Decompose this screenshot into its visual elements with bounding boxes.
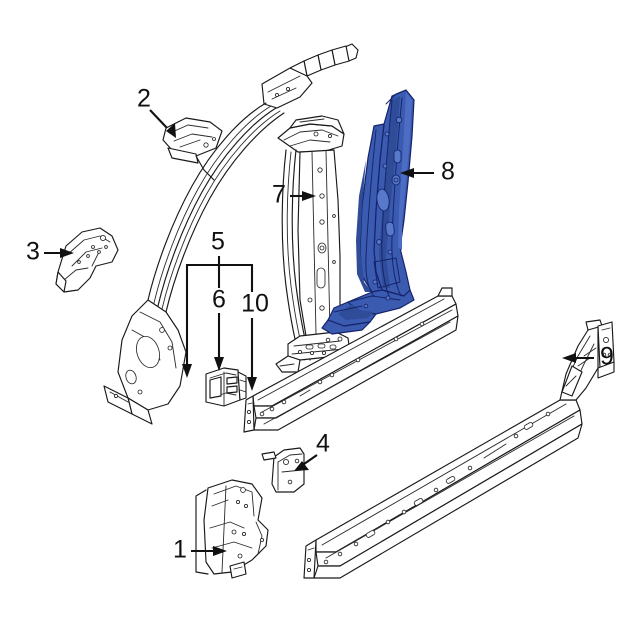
callout-7-label: 7 <box>272 181 286 209</box>
callout-3-leader <box>44 248 74 258</box>
part-3-hinge-pillar-upper-reinforcement[interactable] <box>55 227 119 293</box>
callout-1-leader <box>191 546 227 556</box>
part-6-center-pillar-mounting-bracket[interactable] <box>205 367 247 407</box>
callout-4-leader <box>294 454 318 471</box>
part-4-small-mounting-bracket[interactable] <box>261 447 305 493</box>
callout-5-label: 5 <box>211 228 225 256</box>
callout-4-label: 4 <box>316 430 330 458</box>
part-2-roof-side-rail[interactable] <box>103 43 359 425</box>
callout-6-label: 6 <box>212 286 226 314</box>
callout-3-label: 3 <box>26 238 40 266</box>
callout-10-label: 10 <box>241 290 269 318</box>
part-8-center-pillar-reinforcement[interactable] <box>321 89 415 335</box>
callout-8-leader <box>400 168 434 178</box>
callout-2-label: 2 <box>137 85 151 113</box>
callout-8-label: 8 <box>441 158 455 186</box>
callout-9-leader <box>562 353 594 363</box>
callout-9-label: 9 <box>600 343 614 371</box>
callout-1-label: 1 <box>173 536 187 564</box>
callout-5-bracket <box>182 256 257 391</box>
part-10-rocker-panel-inner-rail[interactable] <box>243 287 459 433</box>
callout-2-leader <box>149 109 176 138</box>
callout-7-leader <box>290 191 316 201</box>
part-9-rocker-panel-outer-reinforcement[interactable] <box>303 319 615 579</box>
